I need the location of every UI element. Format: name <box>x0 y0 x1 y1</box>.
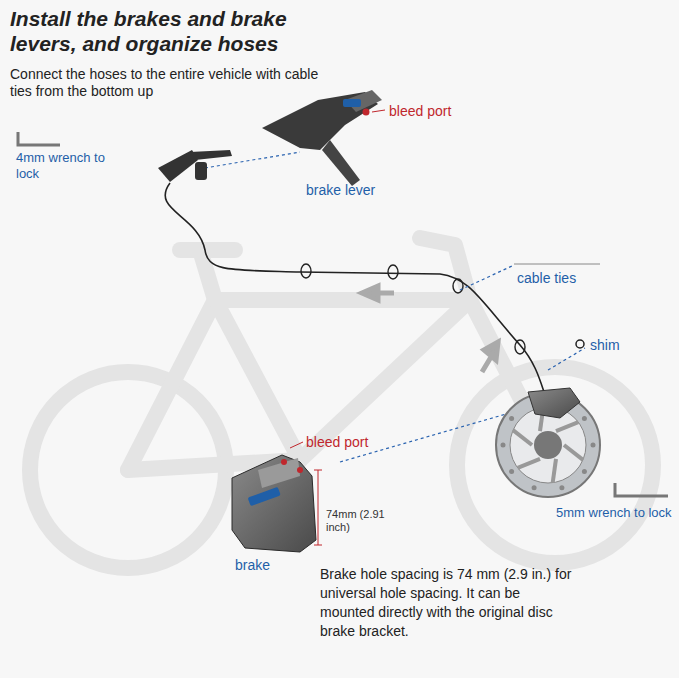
callout-label: shim <box>590 337 620 354</box>
subtitle: Connect the hoses to the entire vehicle … <box>10 66 330 100</box>
tool-label: 5mm wrench to lock <box>556 505 674 521</box>
callout-label: cable ties <box>517 270 576 287</box>
title: Install the brakes and brake levers, and… <box>10 6 355 56</box>
callout-label: bleed port <box>306 434 368 451</box>
callout-label: brake lever <box>306 182 375 199</box>
part-label: brake <box>235 557 270 574</box>
dimension: 74mm (2.91 inch) <box>326 508 388 534</box>
tool-label: 4mm wrench to lock <box>16 150 116 181</box>
callout-label: bleed port <box>389 103 451 120</box>
note: Brake hole spacing is 74 mm (2.9 in.) fo… <box>320 565 575 641</box>
